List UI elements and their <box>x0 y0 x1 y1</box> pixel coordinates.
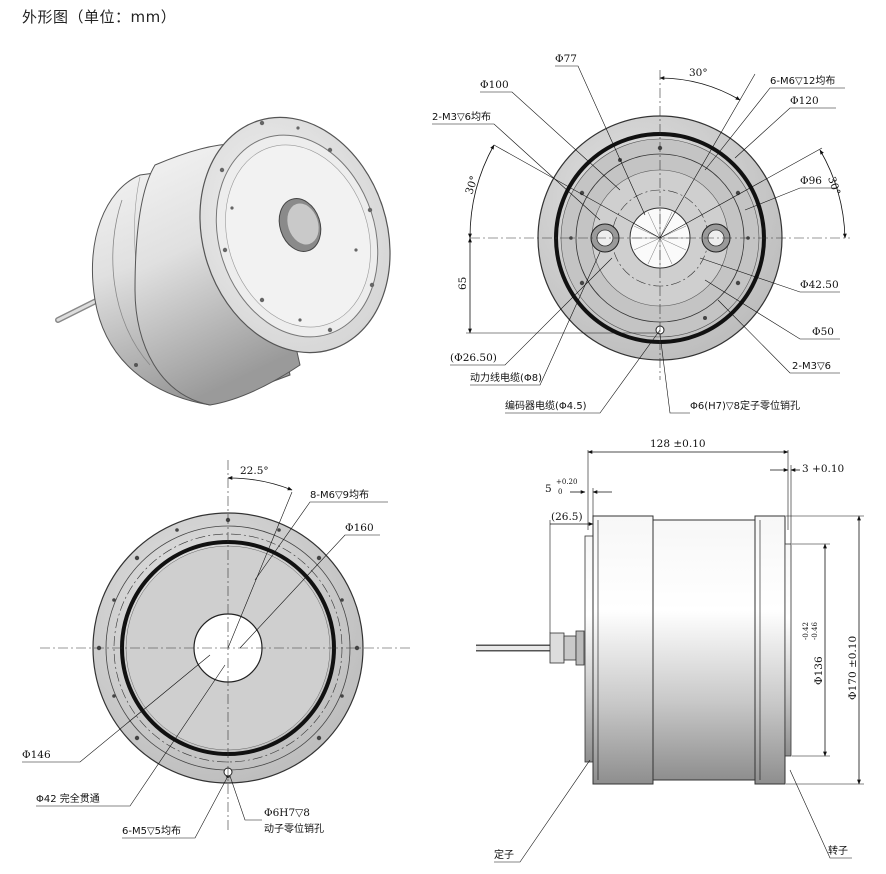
label-d50: Φ50 <box>812 326 834 338</box>
label-d26-50: (Φ26.50) <box>450 352 497 364</box>
label-d42-through: Φ42 完全贯通 <box>36 792 100 805</box>
label-m3-6-even: 2-M3▽6均布 <box>432 111 491 123</box>
label-deg22-5: 22.5° <box>240 465 269 477</box>
label-power-cable: 动力线电缆(Φ8) <box>470 371 542 384</box>
label-d146: Φ146 <box>22 749 51 761</box>
label-deg30-top: 30° <box>689 67 708 79</box>
label-stator: 定子 <box>494 848 514 861</box>
end-view-stator: Φ77 Φ100 2-M3▽6均布 30° 6-M6▽12均布 Φ120 30°… <box>432 53 850 414</box>
page-title: 外形图（单位：mm） <box>22 8 177 26</box>
label-encoder-cable: 编码器电缆(Φ4.5) <box>505 399 587 412</box>
label-len3: 3 +0.10 <box>802 463 844 475</box>
label-tol5-up: +0.20 <box>556 478 577 486</box>
label-m6-12-even: 6-M6▽12均布 <box>770 75 835 87</box>
label-d100: Φ100 <box>480 79 509 91</box>
label-tol136-up: -0.42 <box>802 622 810 640</box>
label-d96: Φ96 <box>800 175 822 187</box>
label-d6h7-8: Φ6H7▽8 <box>264 807 310 819</box>
side-view: 128 ±0.10 3 +0.10 5 +0.20 0 (26.5) Φ136 … <box>476 438 864 863</box>
label-rotor-pin: 动子零位销孔 <box>264 822 324 835</box>
label-d170: Φ170 ±0.10 <box>847 636 859 700</box>
label-m5-5-even: 6-M5▽5均布 <box>122 825 181 837</box>
label-len26-5: (26.5) <box>551 511 583 523</box>
label-tol5-dn: 0 <box>558 488 562 496</box>
label-len5: 5 <box>545 483 552 495</box>
label-stator-pin: Φ6(H7)▽8定子零位销孔 <box>690 399 800 412</box>
isometric-view <box>55 116 391 406</box>
label-deg30-right: 30° <box>825 175 842 196</box>
label-d160: Φ160 <box>345 522 374 534</box>
label-d77: Φ77 <box>555 53 577 65</box>
label-m3-6: 2-M3▽6 <box>792 361 831 372</box>
label-deg30-left: 30° <box>463 175 480 196</box>
label-65: 65 <box>457 277 469 290</box>
end-view-rotor: 22.5° 8-M6▽9均布 Φ160 Φ146 Φ42 完全贯通 Φ6H7▽8… <box>22 460 410 839</box>
label-rotor: 转子 <box>828 844 848 857</box>
label-m6-9-even: 8-M6▽9均布 <box>310 489 369 501</box>
label-tol136-dn: -0.46 <box>811 622 819 640</box>
label-d42-50: Φ42.50 <box>800 279 839 291</box>
label-d136: Φ136 <box>813 656 825 685</box>
label-d120: Φ120 <box>790 95 819 107</box>
label-len128: 128 ±0.10 <box>650 438 706 450</box>
